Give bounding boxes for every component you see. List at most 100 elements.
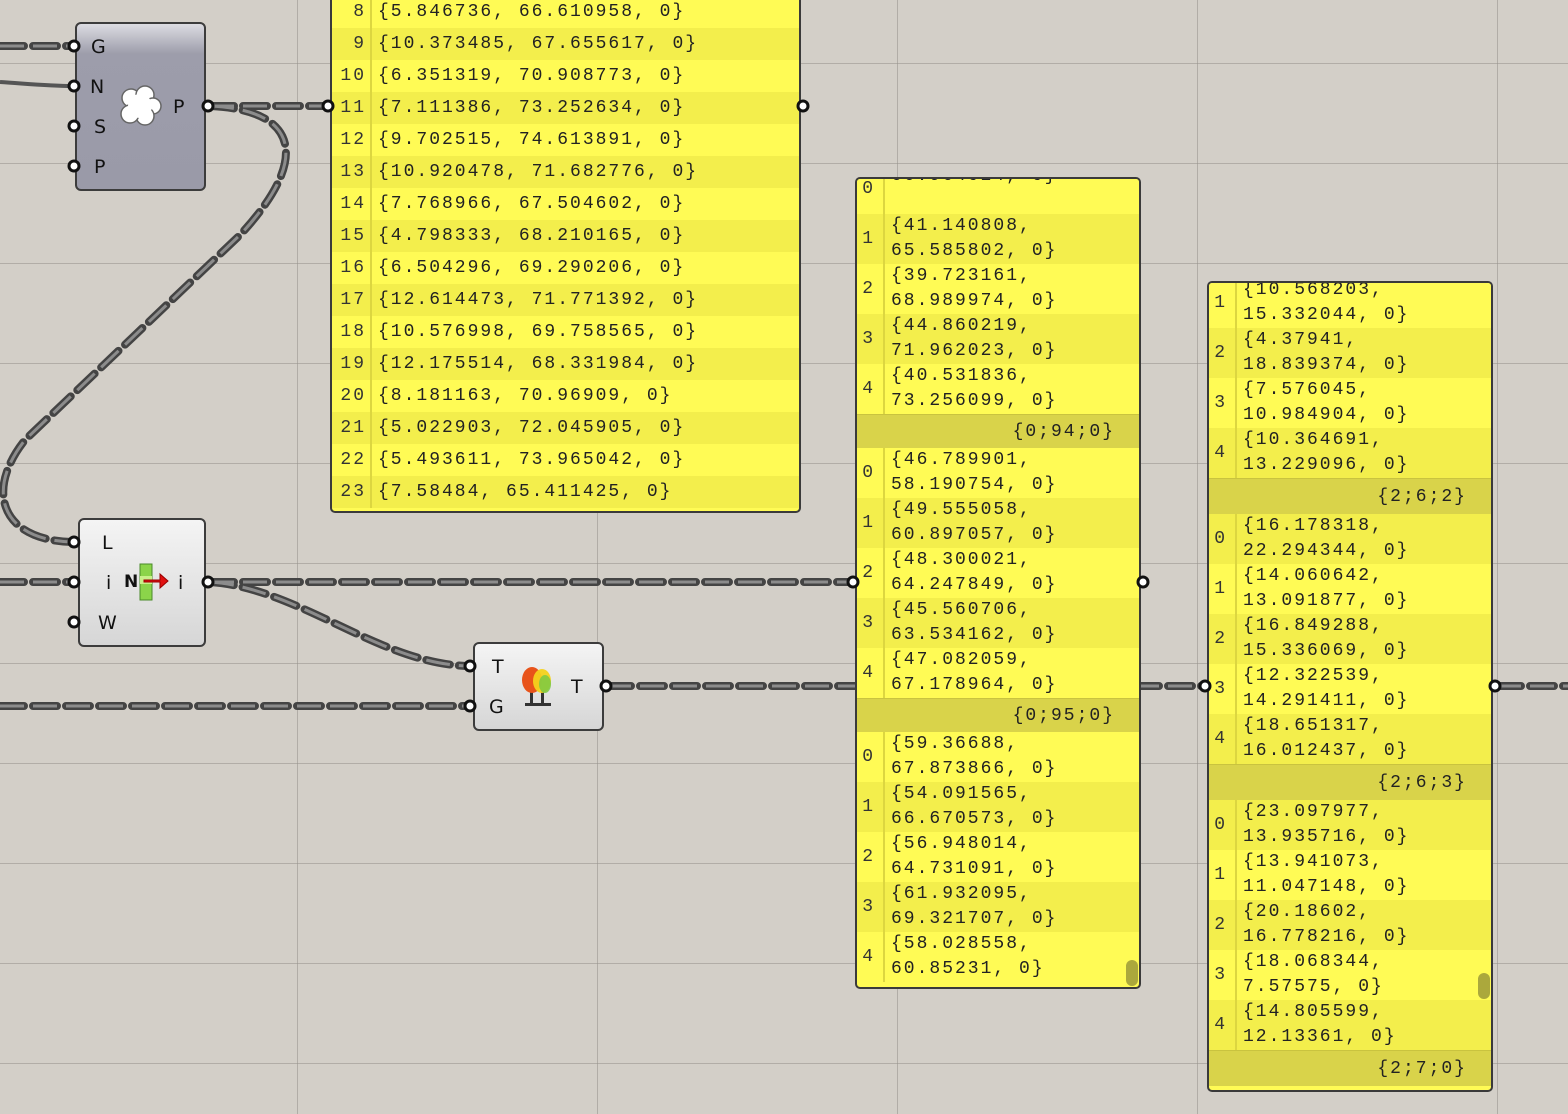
row-value-line2: 66.670573, 0} <box>891 809 1058 829</box>
input-g-label: G <box>489 696 504 718</box>
row-index: 4 <box>1209 428 1237 478</box>
row-index: 0 <box>1209 800 1237 850</box>
input-l-label: L <box>102 532 113 554</box>
row-value: {12.614473, 71.771392, 0} <box>378 290 699 310</box>
row-value: {5.493611, 73.965042, 0} <box>378 450 686 470</box>
branch-path-header: {2;6;3} <box>1209 764 1491 800</box>
row-value-line1: {18.651317, <box>1243 716 1384 736</box>
row-value-line2: 65.585802, 0} <box>891 241 1058 261</box>
row-value-line2: 73.256099, 0} <box>891 391 1058 411</box>
row-value-line2: 58.190754, 0} <box>891 475 1058 495</box>
row-index: 12 <box>332 124 372 156</box>
row-value-line1: {49.555058, <box>891 500 1032 520</box>
panel-row: 4{47.082059,67.178964, 0} <box>857 648 1139 698</box>
row-value: {56.948014,64.731091, 0} <box>885 832 1057 882</box>
panel-row: 2{4.37941,18.839374, 0} <box>1209 328 1491 378</box>
row-value: {10.920478, 71.682776, 0} <box>378 162 699 182</box>
branch-path: {0;94;0} <box>1012 421 1115 442</box>
row-value: {23.097977,13.935716, 0} <box>1237 800 1409 850</box>
row-value-line2: 67.178964, 0} <box>891 675 1058 695</box>
tree-icon <box>522 667 551 706</box>
panel-row: 0{23.097977,13.935716, 0} <box>1209 800 1491 850</box>
list-item-icon <box>139 563 169 601</box>
row-value: {18.651317, 16.012437, 0} <box>1237 714 1409 764</box>
panel-row: 12 {9.702515, 74.613891, 0} <box>332 124 799 156</box>
row-value: {4.798333, 68.210165, 0} <box>378 226 686 246</box>
row-index: 14 <box>332 188 372 220</box>
row-value-line2: 13.229096, 0} <box>1243 455 1410 475</box>
panel-row: 4{14.805599,12.13361, 0} <box>1209 1000 1491 1050</box>
row-value-line2: 16.012437, 0} <box>1243 741 1410 761</box>
panel-tree-points-a[interactable]: 066.964024, 0}1{41.140808,65.585802, 0}2… <box>855 177 1141 989</box>
row-value: {48.300021,64.247849, 0} <box>885 548 1057 598</box>
row-value: {45.560706,63.534162, 0} <box>885 598 1057 648</box>
row-value-line1: {46.789901, <box>891 450 1032 470</box>
list-item-component[interactable]: L i W i N <box>78 518 206 647</box>
row-index: 18 <box>332 316 372 348</box>
row-value-line1: {44.860219, <box>891 316 1032 336</box>
row-value-line2: 16.778216, 0} <box>1243 927 1410 947</box>
row-value: {10.568203,15.332044, 0} <box>1237 283 1409 328</box>
panel-row: 20 {8.181163, 70.96909, 0} <box>332 380 799 412</box>
row-index: 9 <box>332 28 372 60</box>
row-value: {5.846736, 66.610958, 0} <box>378 2 686 22</box>
panel-row: 23{7.58484, 65.411425, 0} <box>332 476 799 508</box>
branch-path-header: {2;7;0} <box>1209 1050 1491 1086</box>
row-value: {12.175514, 68.331984, 0} <box>378 354 699 374</box>
row-value: {8.181163, 70.96909, 0} <box>378 386 673 406</box>
panel-row: 2{39.723161,68.989974, 0} <box>857 264 1139 314</box>
output-i-label: i <box>178 572 184 594</box>
branch-path: {2;6;2} <box>1377 486 1467 507</box>
row-value-line1: {59.36688, <box>891 734 1020 754</box>
row-value: {7.58484, 65.411425, 0} <box>378 482 673 502</box>
panel-scrollbar[interactable] <box>1126 960 1138 986</box>
list-item-n-label: N <box>124 572 139 592</box>
row-value-line1: {7.576045, <box>1243 380 1372 400</box>
output-p-label: P <box>173 96 185 118</box>
panel-row: 10{6.351319, 70.908773, 0} <box>332 60 799 92</box>
panel-tree-points-b[interactable]: 1 {10.568203,15.332044, 0}2{4.37941,18.83… <box>1207 281 1493 1092</box>
cloud-icon <box>120 85 162 126</box>
row-value: {46.789901, 58.190754, 0} <box>885 448 1057 498</box>
row-index: 19 <box>332 348 372 380</box>
row-index: 3 <box>857 598 885 648</box>
row-value-line1: {20.18602, <box>1243 902 1372 922</box>
row-value: {9.702515, 74.613891, 0} <box>378 130 686 150</box>
branch-path-header: {2;6;2} <box>1209 478 1491 514</box>
row-value-line1: {16.178318, <box>1243 516 1384 536</box>
panel-scrollbar[interactable] <box>1478 973 1490 999</box>
panel-points-list[interactable]: 8{5.846736, 66.610958, 0}9{10.373485, 67… <box>330 0 801 513</box>
row-value: {39.723161,68.989974, 0} <box>885 264 1057 314</box>
panel-row: 16{6.504296, 69.290206, 0} <box>332 252 799 284</box>
row-value: {20.18602, 16.778216, 0} <box>1237 900 1409 950</box>
row-index: 3 <box>857 882 885 932</box>
row-index: 1 <box>1209 564 1237 614</box>
row-index: 4 <box>857 648 885 698</box>
row-value: {16.178318,22.294344, 0} <box>1237 514 1409 564</box>
row-index: 0 <box>1209 514 1237 564</box>
row-value-line2: 68.989974, 0} <box>891 291 1058 311</box>
row-value: {41.140808,65.585802, 0} <box>885 214 1057 264</box>
input-g-label: G <box>91 36 106 58</box>
tree-component[interactable]: T G T <box>473 642 604 731</box>
panel-row: 9{10.373485, 67.655617, 0} <box>332 28 799 60</box>
row-value: {7.768966, 67.504602, 0} <box>378 194 686 214</box>
row-index: 22 <box>332 444 372 476</box>
panel-row: 13{10.920478, 71.682776, 0} <box>332 156 799 188</box>
row-index: 20 <box>332 380 372 412</box>
row-value-line2: 64.247849, 0} <box>891 575 1058 595</box>
populate-component[interactable]: G N S P P <box>75 22 206 191</box>
row-value: 66.964024, 0} <box>885 179 1057 214</box>
row-value-line2: 63.534162, 0} <box>891 625 1058 645</box>
branch-path: {0;95;0} <box>1012 705 1115 726</box>
panel-row: 2{20.18602,16.778216, 0} <box>1209 900 1491 950</box>
row-value-line2: 10.984904, 0} <box>1243 405 1410 425</box>
row-value: {12.322539,14.291411, 0} <box>1237 664 1409 714</box>
row-value: {13.941073,11.047148, 0} <box>1237 850 1409 900</box>
row-value: {61.932095,69.321707, 0} <box>885 882 1057 932</box>
row-index: 4 <box>857 364 885 414</box>
row-value: {14.060642,13.091877, 0} <box>1237 564 1409 614</box>
input-s-label: S <box>94 116 107 138</box>
row-index: 3 <box>1209 378 1237 428</box>
row-index: 0 <box>857 179 885 214</box>
